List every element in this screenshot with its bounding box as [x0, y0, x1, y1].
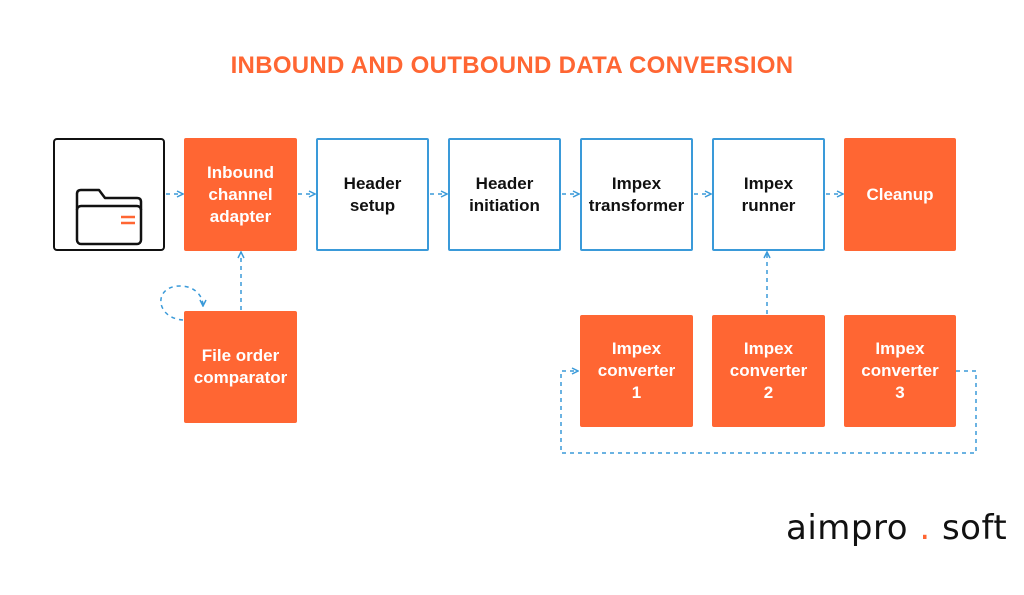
impex-converter-2-box: Impex converter 2 [712, 315, 825, 427]
arrow-converter-loop [560, 371, 977, 454]
impex-runner-box: Impex runner [712, 138, 825, 251]
source-folder-box [53, 138, 165, 251]
logo-main-text: aimpro [786, 508, 909, 548]
logo-suffix-text: soft [941, 508, 1008, 548]
folder-icon [73, 166, 145, 245]
arrow-comparator-self-loop [160, 285, 203, 321]
impex-converter-3-box: Impex converter 3 [844, 315, 956, 427]
logo-dot: . [919, 508, 931, 548]
header-setup-box: Header setup [316, 138, 429, 251]
cleanup-box: Cleanup [844, 138, 956, 251]
impex-transformer-box: Impex transformer [580, 138, 693, 251]
header-initiation-box: Header initiation [448, 138, 561, 251]
file-order-comparator-box: File order comparator [184, 311, 297, 423]
aimpro-soft-logo: aimpro . soft [786, 508, 1007, 548]
impex-converter-1-box: Impex converter 1 [580, 315, 693, 427]
diagram-title: INBOUND AND OUTBOUND DATA CONVERSION [230, 52, 794, 79]
inbound-channel-adapter-box: Inbound channel adapter [184, 138, 297, 251]
